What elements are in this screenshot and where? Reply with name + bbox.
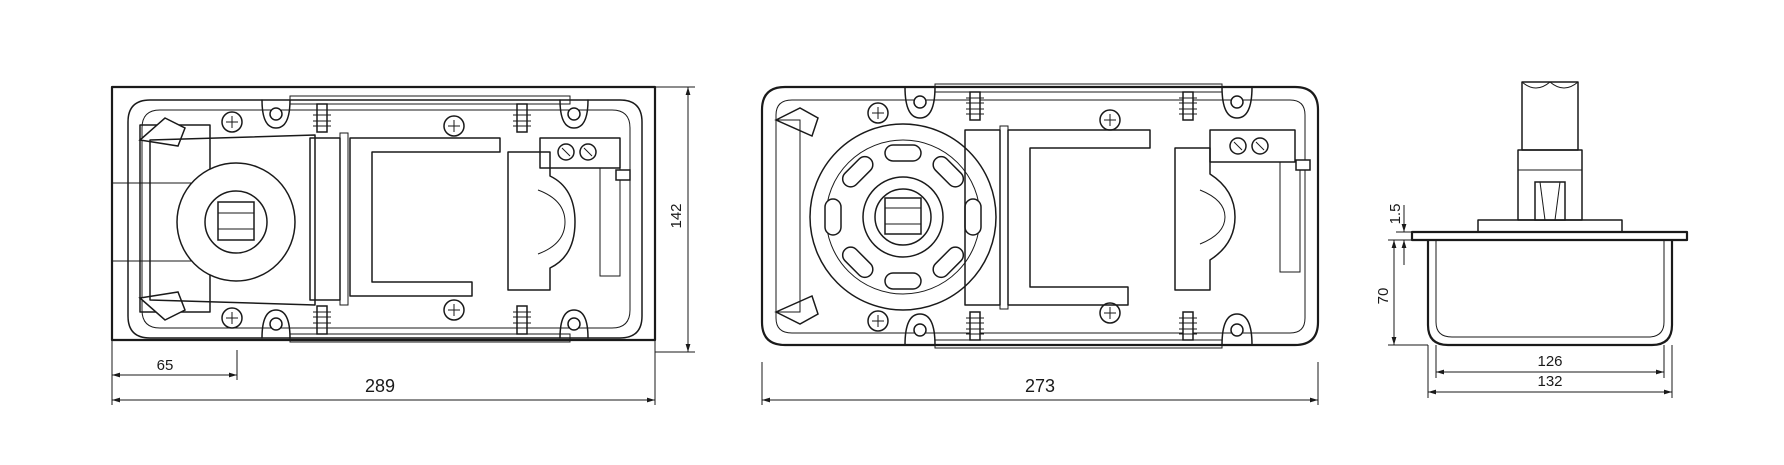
rotor-slots — [824, 144, 982, 290]
left-offset-label: 65 — [157, 357, 174, 374]
side-flange-label: 1.5 — [1387, 204, 1404, 225]
left-width-label: 289 — [365, 376, 395, 396]
middle-housing — [760, 85, 1320, 347]
side-depth-label: 70 — [1375, 288, 1392, 305]
middle-dimensions: 273 — [761, 362, 1319, 405]
left-housing-inner — [141, 109, 631, 329]
side-outer-width-label: 132 — [1537, 373, 1562, 390]
side-body — [1426, 240, 1674, 347]
side-shaft — [1521, 81, 1579, 151]
middle-width-label: 273 — [1025, 376, 1055, 396]
side-section-view — [1410, 81, 1689, 347]
middle-top-view — [760, 83, 1320, 349]
left-outer-frame — [110, 85, 657, 342]
side-dimensions: 1.5 70 126 132 — [1375, 204, 1673, 398]
left-top-view — [110, 85, 657, 343]
left-housing — [127, 99, 643, 339]
left-height-label: 142 — [668, 203, 685, 228]
side-flange — [1410, 230, 1689, 242]
left-dimensions: 289 65 142 — [111, 86, 695, 405]
side-inner-width-label: 126 — [1537, 353, 1562, 370]
